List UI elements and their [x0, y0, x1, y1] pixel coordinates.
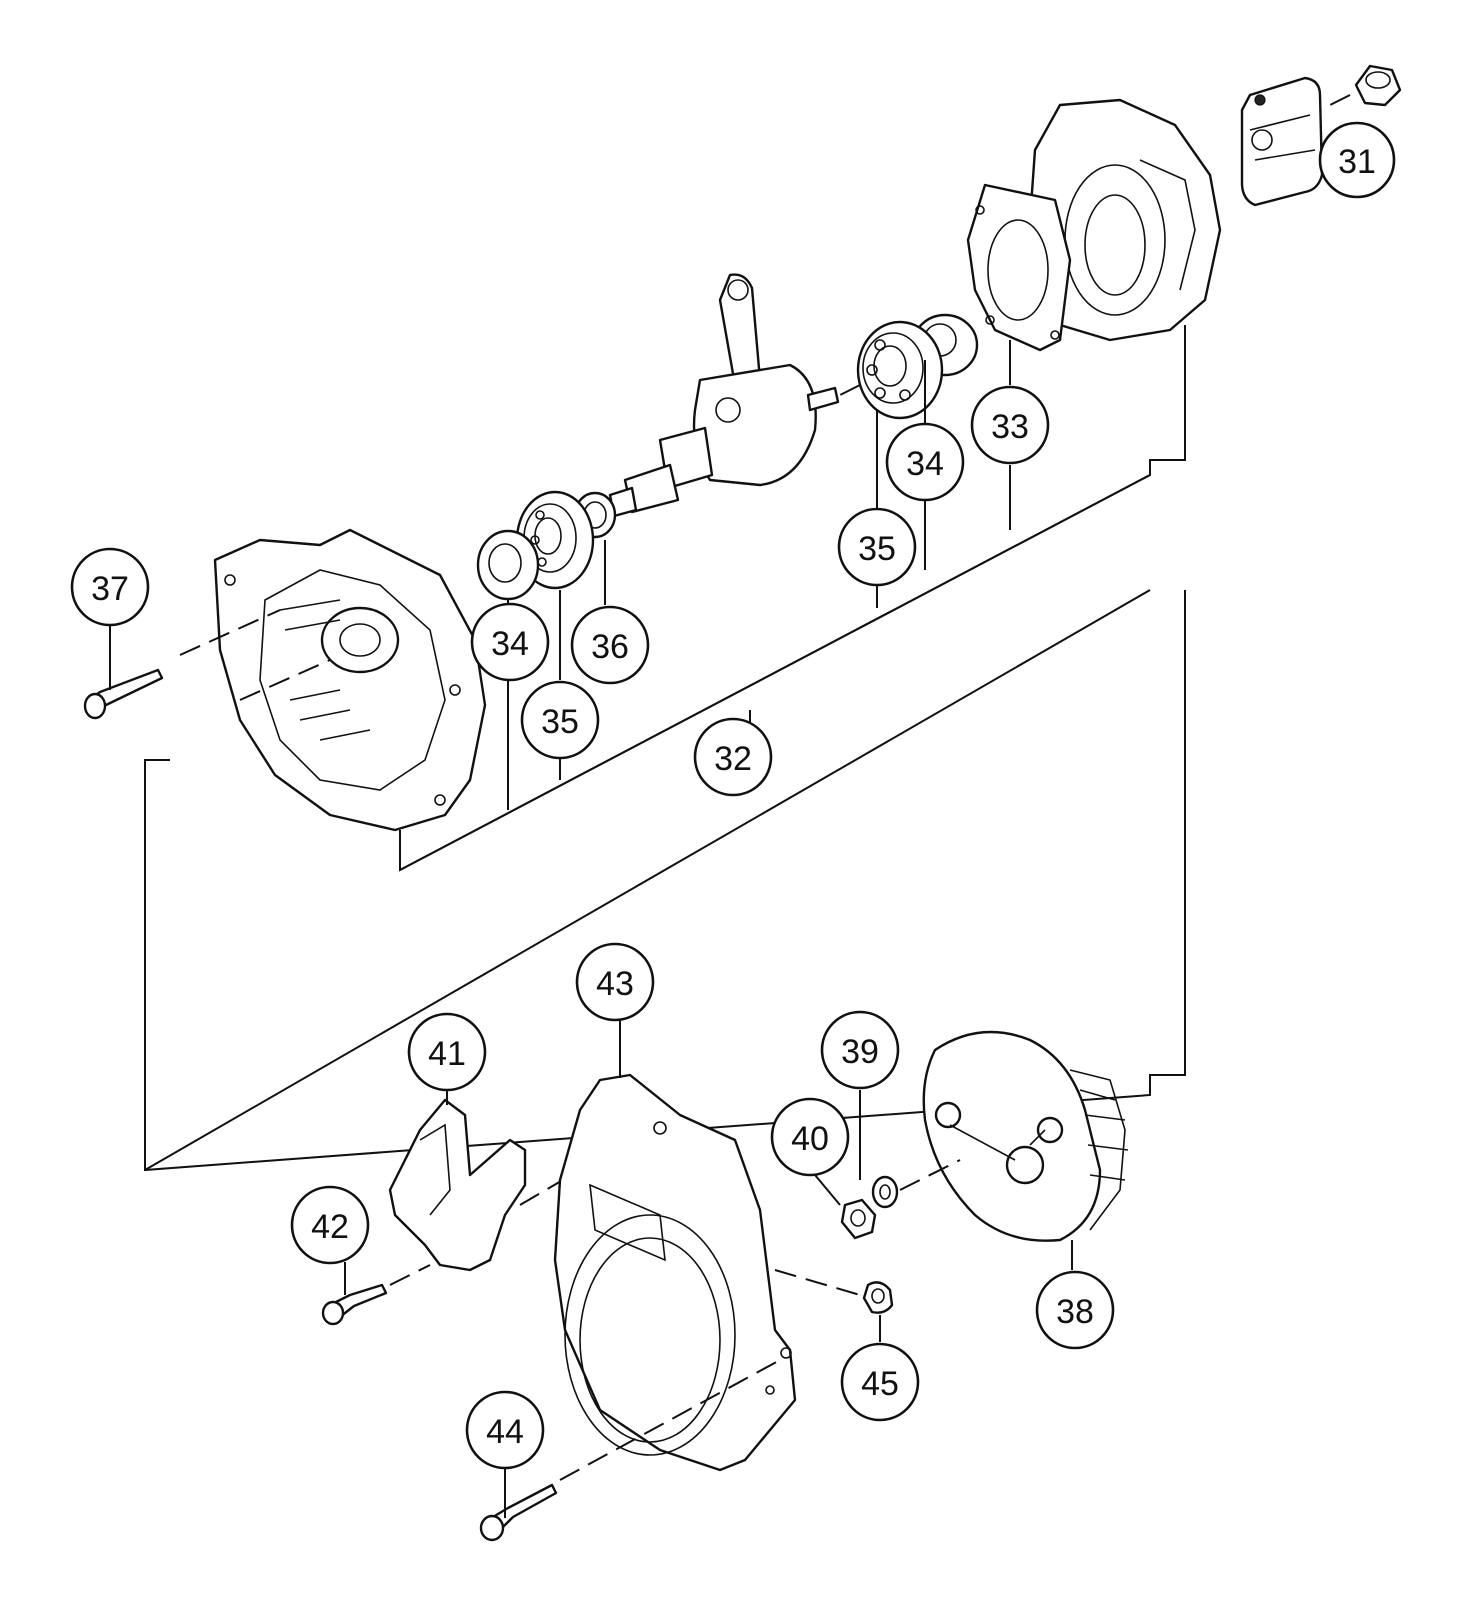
part-40-nut: [840, 1198, 877, 1240]
part-32-crankcase-half: [179, 528, 487, 832]
svg-text:44: 44: [486, 1413, 524, 1451]
callout-34-upper: 34: [885, 422, 965, 502]
crankshaft-assembly: [608, 273, 840, 518]
callout-43: 43: [575, 942, 655, 1022]
callout-45: 45: [840, 1342, 920, 1422]
part-38-flywheel: [899, 1030, 1129, 1242]
svg-text:45: 45: [861, 1365, 899, 1403]
part-rotor-cover: [1240, 76, 1324, 207]
part-44-bolt: [479, 1483, 558, 1542]
part-42-bolt: [321, 1283, 388, 1326]
part-41-bracket: [388, 1098, 641, 1286]
svg-text:35: 35: [541, 703, 579, 741]
callout-leaders: [109, 340, 1073, 1518]
svg-text:41: 41: [428, 1035, 466, 1073]
assembly-leader-lines: [144, 325, 1186, 1172]
callout-31: 31: [1318, 121, 1396, 199]
part-33-crankcase-half: [966, 98, 1222, 352]
callout-39: 39: [820, 1010, 900, 1090]
svg-text:33: 33: [991, 408, 1029, 446]
part-43-fan-housing: [553, 1073, 861, 1481]
svg-text:40: 40: [791, 1120, 829, 1158]
part-45-grommet: [862, 1281, 894, 1314]
svg-text:34: 34: [491, 625, 529, 663]
callout-35-lower: 35: [520, 680, 600, 760]
callout-36: 36: [570, 605, 650, 685]
svg-text:32: 32: [714, 740, 752, 778]
svg-text:38: 38: [1056, 1293, 1094, 1331]
svg-text:37: 37: [91, 570, 129, 608]
callout-34-lower: 34: [470, 602, 550, 682]
callout-33: 33: [970, 385, 1050, 465]
callout-37: 37: [70, 547, 150, 627]
part-35-bearing-upper: [829, 320, 944, 420]
svg-text:31: 31: [1338, 143, 1376, 181]
svg-text:34: 34: [906, 445, 944, 483]
callout-44: 44: [465, 1390, 545, 1470]
svg-text:42: 42: [311, 1208, 349, 1246]
callout-42: 42: [290, 1185, 370, 1265]
callout-35-upper: 35: [837, 507, 917, 587]
svg-text:43: 43: [596, 965, 634, 1003]
svg-text:36: 36: [591, 628, 629, 666]
callout-38: 38: [1035, 1270, 1115, 1350]
svg-text:35: 35: [858, 530, 896, 568]
callout-41: 41: [407, 1012, 487, 1092]
part-37-bolt: [83, 668, 164, 720]
svg-text:39: 39: [841, 1033, 879, 1071]
part-34-seal-lower: [476, 529, 540, 601]
callout-32: 32: [693, 717, 773, 797]
callout-40: 40: [770, 1097, 850, 1177]
part-39-washer: [871, 1175, 899, 1209]
